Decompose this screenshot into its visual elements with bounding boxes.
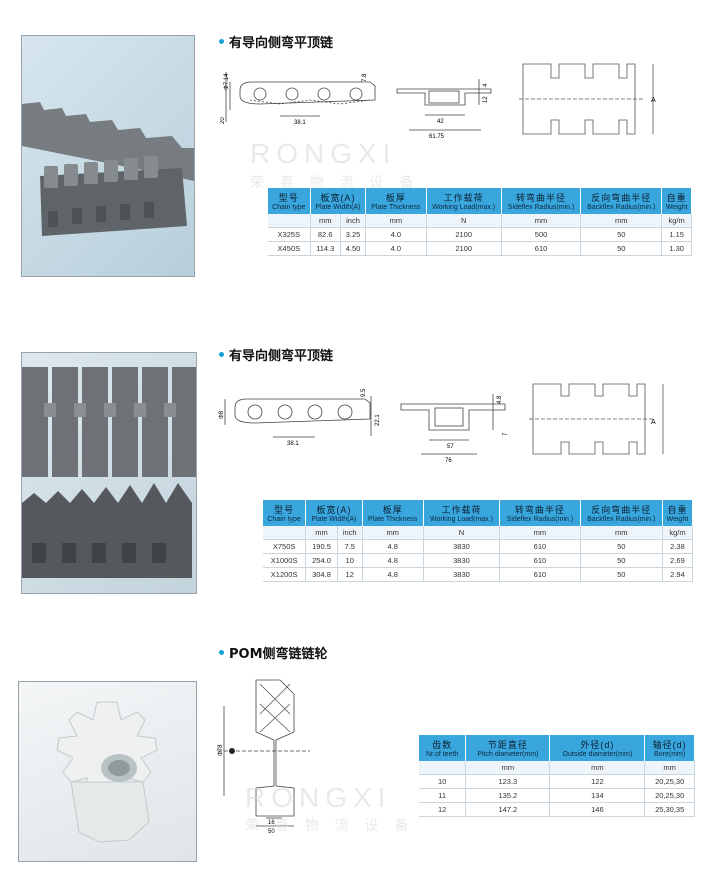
watermark-cn: 荣 喜 物 流 设 备 [245, 817, 415, 833]
section-title-1: 有导向侧弯平顶链 [219, 32, 333, 51]
dim-label: 57 [447, 444, 454, 450]
col-header: 外径(d)Outside diameter(mm) [549, 735, 646, 761]
section-title-text: POM侧弯链链轮 [229, 647, 328, 662]
dim-label: Φ8 [219, 410, 225, 419]
dim-label: 42 [437, 119, 444, 125]
dim-label: 38.1 [287, 441, 299, 447]
chain-drawing-side-2: Φ8 9.5 38.1 [219, 388, 371, 447]
sprocket-photo [18, 681, 197, 862]
dim-label: 16 [268, 820, 275, 826]
section-title-text: 有导向侧弯平顶链 [229, 349, 334, 364]
section-title-3: POM侧弯链链轮 [219, 643, 328, 662]
dim-label: 4 [483, 83, 489, 87]
dim-label: Φ78 [218, 744, 224, 756]
dim-label: 7 [503, 432, 509, 436]
dim-label: 20 [220, 117, 226, 124]
chain-drawing-top-1: A [519, 63, 656, 135]
dim-label: A [651, 97, 656, 104]
col-header: 板宽(A)Plate Width(A) [310, 188, 367, 214]
dim-label: 7.8 [362, 73, 368, 82]
dim-label: 4.8 [497, 395, 503, 404]
chain-drawing-front-1: 4 12 42 61.75 [396, 79, 492, 140]
dim-label: 38.1 [294, 120, 306, 126]
chain-photo-2 [21, 352, 197, 594]
watermark-brand: RONGXI [245, 782, 392, 813]
dim-label: 76 [445, 458, 452, 464]
sprocket-drawing: Φ78 16 50 [218, 679, 310, 835]
dim-label: 50 [268, 829, 275, 835]
col-header: 轴径(d)Bore(mm) [644, 735, 695, 761]
chain-drawing-top-2: A [529, 383, 664, 455]
bullet-icon [219, 352, 224, 357]
dim-label: 61.75 [429, 134, 445, 140]
bullet-icon [219, 650, 224, 655]
dim-label: 12 [483, 96, 489, 103]
dim-label: Φ7.14 [224, 73, 230, 90]
section-title-text: 有导向侧弯平顶链 [229, 36, 334, 51]
col-header: 板宽(A)Plate Width(A) [305, 500, 363, 526]
dim-label: 9.5 [361, 388, 367, 397]
chain-drawing-side-1: Φ7.14 7.8 20 38.1 [220, 72, 376, 126]
dim-label: 22.1 [375, 414, 381, 426]
watermark-cn: 荣 喜 物 流 设 备 [250, 174, 420, 190]
section-title-2: 有导向侧弯平顶链 [219, 345, 333, 364]
dim-label: A [651, 419, 656, 426]
chain-drawing-front-2: 22.1 4.8 7 57 76 [370, 394, 509, 464]
bullet-icon [219, 39, 224, 44]
watermark-brand: RONGXI [250, 138, 397, 169]
chain-photo-1 [21, 35, 195, 277]
